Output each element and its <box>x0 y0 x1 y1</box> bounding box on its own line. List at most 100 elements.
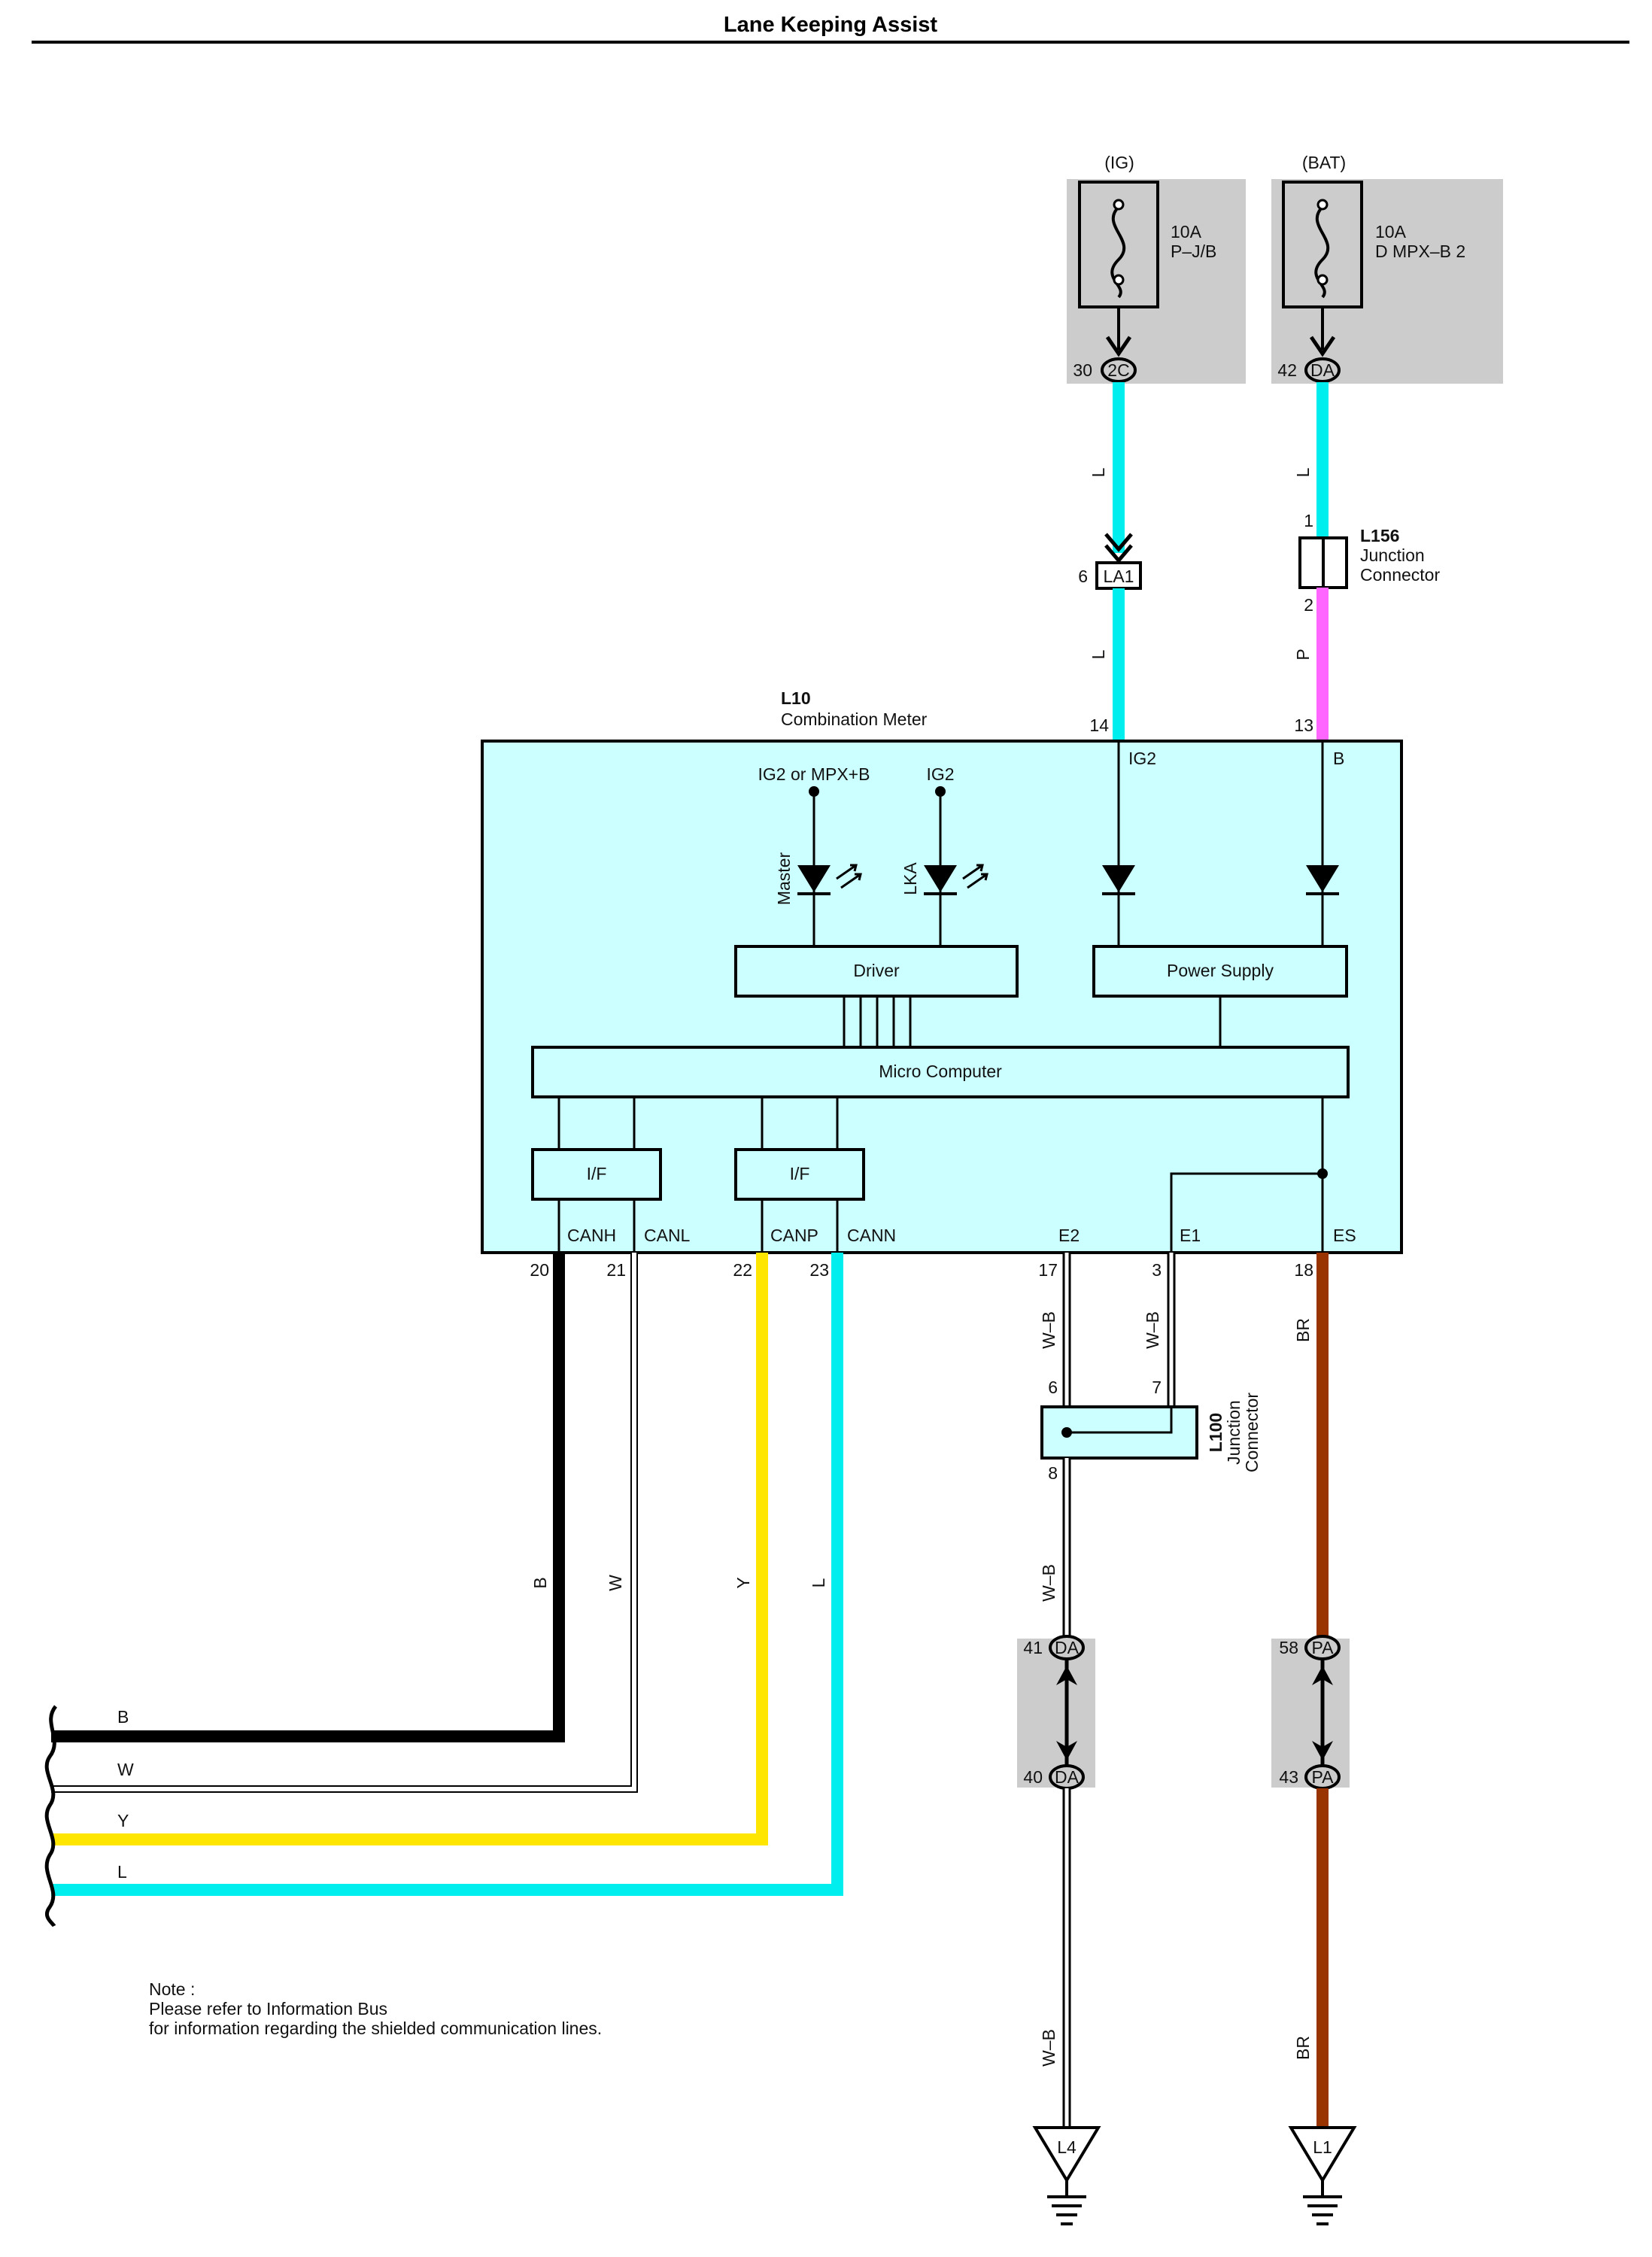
ig-fuse-icon <box>1110 205 1126 299</box>
l1-ground-icon <box>1303 2195 1342 2225</box>
page-title: Lane Keeping Assist <box>724 13 938 37</box>
lka-led-icon <box>924 865 957 892</box>
lka-led-label: LKA <box>900 862 920 895</box>
bat-wire-code-upper: L <box>1293 467 1313 477</box>
canp-wire <box>51 1253 768 1845</box>
master-source-label: IG2 or MPX+B <box>758 764 870 784</box>
canh-wire-code: B <box>530 1577 550 1588</box>
master-led-light-icon <box>836 864 862 889</box>
driver-bus <box>843 996 912 1047</box>
bat-fuse-name: D MPX–B 2 <box>1375 241 1465 261</box>
pa-up-arrow-icon <box>1312 1666 1333 1685</box>
ig-fuse-node-bottom <box>1113 274 1125 286</box>
lka-led-light-icon <box>962 864 988 889</box>
ig-arrow-icon <box>1105 336 1132 357</box>
bat-wire-code-lower: P <box>1293 649 1313 660</box>
note-line2: Please refer to Information Bus <box>149 1999 387 2019</box>
ig-connector-pin: 30 <box>1073 360 1092 380</box>
da41-connector-pin: 41 <box>1023 1638 1043 1657</box>
e1-wire-code: W–B <box>1143 1311 1162 1349</box>
l100-pin6: 6 <box>1048 1378 1058 1397</box>
ig-connector-oval <box>1101 357 1137 383</box>
ig-fuse-amp: 10A <box>1171 222 1202 241</box>
bat-fuse-group: (BAT) 10A D MPX–B 2 DA 42 <box>1271 153 1503 384</box>
pin-e2: 17 <box>1038 1260 1058 1280</box>
pin-es: 18 <box>1294 1260 1313 1280</box>
bus-label-b: B <box>117 1707 129 1727</box>
pin-canp: 22 <box>733 1260 752 1280</box>
driver-block <box>734 945 1019 998</box>
da40-connector-pin: 40 <box>1023 1767 1043 1787</box>
pa-down-arrow-icon <box>1312 1741 1333 1760</box>
l100-name-line1: Junction <box>1224 1400 1244 1465</box>
power-supply-label: Power Supply <box>1167 961 1274 980</box>
bus-label-w: W <box>117 1760 134 1779</box>
da40-connector-code: DA <box>1055 1767 1080 1787</box>
micro-computer-block <box>531 1046 1350 1098</box>
ig-wire-code-upper: L <box>1089 467 1108 477</box>
meter-label-cann: CANN <box>847 1226 896 1245</box>
note-line3: for information regarding the shielded c… <box>149 2019 602 2038</box>
pin-canh: 20 <box>530 1260 549 1280</box>
lka-source-label: IG2 <box>926 764 954 784</box>
cann-wire-code: L <box>809 1578 828 1587</box>
b-diode-icon <box>1306 865 1339 892</box>
la1-double-arrow-icon <box>1104 533 1133 563</box>
driver-label: Driver <box>853 961 900 980</box>
l156-pin-top: 1 <box>1304 511 1313 530</box>
l4-ground-triangle <box>1032 2126 1101 2183</box>
pa43-connector-code: PA <box>1312 1767 1335 1787</box>
es-low-wire-code: BR <box>1293 2036 1313 2060</box>
bat-fuse-node-top <box>1316 199 1329 211</box>
canl-wire <box>51 1253 636 1791</box>
bat-fuse-node-bottom <box>1316 274 1329 286</box>
l4-ground-icon <box>1047 2195 1086 2225</box>
l156-name-line2: Connector <box>1360 565 1440 585</box>
es-wire-code: BR <box>1293 1318 1313 1342</box>
ig-source-label: (IG) <box>1104 153 1134 172</box>
bat-fuse-amp: 10A <box>1375 222 1407 241</box>
ig-connector-code: 2C <box>1107 360 1129 380</box>
canl-wire-code: W <box>606 1575 625 1591</box>
e2-mid-wire-code: W–B <box>1039 1564 1058 1602</box>
bat-arrow-icon <box>1309 336 1336 357</box>
meter-label-canh: CANH <box>567 1226 616 1245</box>
meter-pin-ig2: 14 <box>1089 715 1109 735</box>
meter-pin-b: 13 <box>1294 715 1313 735</box>
da-connector-shade <box>1017 1639 1095 1788</box>
if2-label: I/F <box>790 1164 810 1183</box>
l100-internal-link <box>1067 1407 1173 1434</box>
da-down-arrow-icon <box>1056 1741 1077 1760</box>
pa-connector-shade <box>1271 1639 1350 1788</box>
meter-label-canp: CANP <box>770 1226 818 1245</box>
bat-connector-oval <box>1304 357 1341 383</box>
da-up-arrow-icon <box>1056 1666 1077 1685</box>
master-led-icon <box>797 865 831 892</box>
meter-label-ig2: IG2 <box>1128 749 1156 768</box>
e2-low-wire-code: W–B <box>1039 2029 1058 2067</box>
canh-wire <box>51 1253 565 1742</box>
power-supply-block <box>1092 945 1348 998</box>
l100-code: L100 <box>1206 1413 1225 1452</box>
pa58-connector-pin: 58 <box>1279 1638 1298 1657</box>
if2-block <box>734 1148 865 1201</box>
l156-code: L156 <box>1360 526 1399 545</box>
da41-connector-code: DA <box>1055 1638 1080 1657</box>
meter-label-canl: CANL <box>644 1226 691 1245</box>
meter-label-e2: E2 <box>1058 1226 1080 1245</box>
ig-fuse-name: P–J/B <box>1171 241 1216 261</box>
pin-cann: 23 <box>809 1260 829 1280</box>
pin-canl: 21 <box>606 1260 626 1280</box>
ig-wire-code-lower: L <box>1089 649 1108 659</box>
l1-ground-triangle <box>1288 2126 1357 2183</box>
canp-wire-code: Y <box>733 1577 753 1588</box>
pa43-connector-pin: 43 <box>1279 1767 1298 1787</box>
note-line1: Note : <box>149 1979 195 1999</box>
l156-name-line1: Junction <box>1360 545 1425 565</box>
meter-label-e1: E1 <box>1180 1226 1201 1245</box>
bat-connector-code: DA <box>1310 360 1335 380</box>
l1-ground-label: L1 <box>1313 2137 1332 2157</box>
bus-label-y: Y <box>117 1811 129 1830</box>
meter-label-b: B <box>1333 749 1344 768</box>
